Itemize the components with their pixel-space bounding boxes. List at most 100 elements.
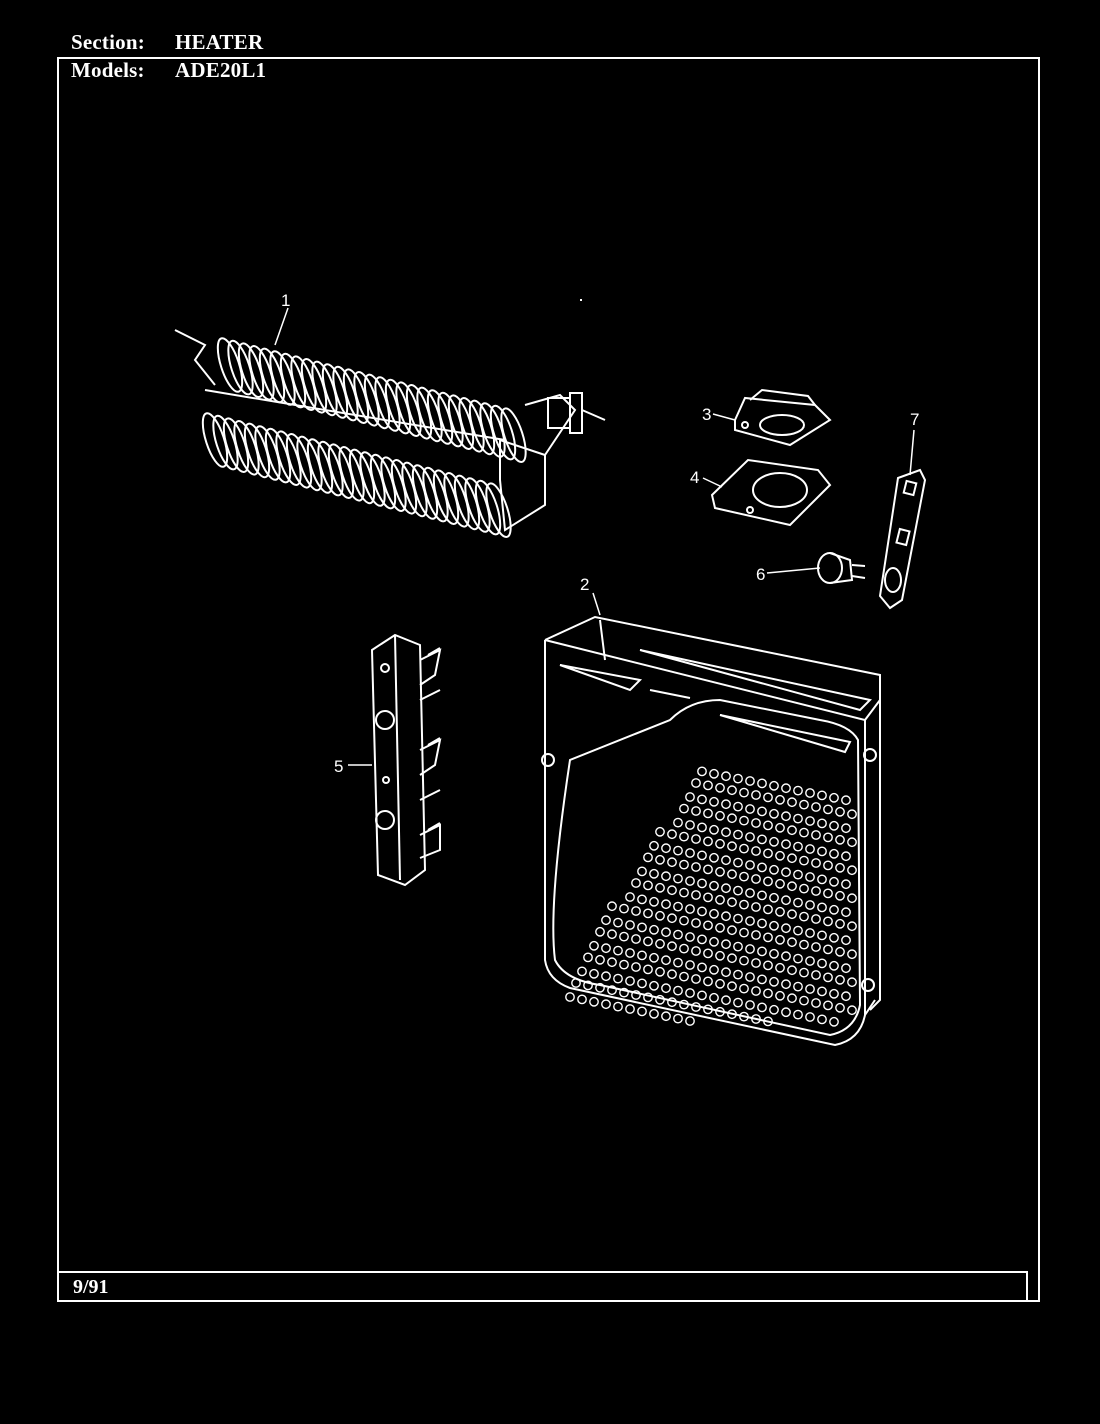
perforation-hole: [745, 832, 755, 842]
coil-loop: [500, 407, 527, 463]
coil-loop: [384, 378, 412, 435]
coil-loop: [332, 365, 359, 422]
perforation-hole: [829, 904, 839, 915]
perforation-hole: [613, 917, 623, 928]
coil-loop: [269, 350, 296, 406]
perforation-hole: [709, 796, 719, 807]
perforation-hole: [601, 915, 611, 926]
perforation-hole: [811, 914, 821, 924]
coil-loop: [311, 360, 338, 417]
perforation-hole: [817, 930, 827, 941]
perforation-hole: [697, 962, 707, 973]
perforation-hole: [829, 1016, 839, 1027]
perforation-hole: [715, 922, 725, 933]
perforation-hole: [733, 969, 743, 980]
perforation-hole: [709, 768, 719, 779]
perforation-hole: [841, 851, 851, 862]
perforation-hole: [679, 971, 689, 982]
perforation-hole: [799, 827, 809, 838]
perforation-hole: [685, 848, 695, 858]
perforation-hole: [625, 976, 635, 986]
perforation-hole: [751, 958, 761, 968]
perforation-hole: [757, 946, 767, 957]
perforation-hole: [835, 1002, 845, 1013]
perforation-hole: [655, 966, 665, 977]
perforation-hole: [847, 949, 857, 960]
perforation-hole: [745, 776, 755, 786]
perforation-hole: [703, 976, 713, 987]
perforation-hole: [811, 998, 821, 1008]
perforation-hole: [733, 829, 743, 840]
callout-7: 7: [910, 410, 919, 429]
perforation-hole: [691, 946, 701, 956]
perforation-hole: [793, 785, 803, 796]
perforation-hole: [727, 953, 737, 964]
perforation-hole: [649, 896, 659, 907]
coil-loop: [443, 472, 470, 528]
perforation-hole: [835, 918, 845, 929]
perforation-hole: [733, 773, 743, 784]
perforation-hole: [745, 916, 755, 926]
coil-loop: [321, 363, 349, 419]
coil-loop: [254, 425, 281, 481]
perforation-hole: [637, 866, 647, 877]
coil-loop: [458, 397, 485, 453]
perforation-hole: [661, 955, 671, 966]
perforation-hole: [673, 845, 683, 856]
perforation-hole: [721, 827, 731, 838]
perforation-hole: [697, 766, 707, 777]
perforation-hole: [601, 971, 611, 982]
perforation-hole: [805, 928, 815, 938]
perforation-hole: [595, 954, 605, 965]
perforation-hole: [691, 806, 701, 816]
perforation-hole: [775, 878, 785, 889]
perforation-hole: [715, 838, 725, 849]
perforation-hole: [715, 894, 725, 905]
perforation-hole: [607, 957, 617, 968]
perforation-hole: [775, 906, 785, 917]
coil-loop: [411, 464, 439, 520]
perforation-hole: [721, 883, 731, 894]
perforation-hole: [715, 782, 725, 793]
coil-loop: [390, 459, 418, 515]
perforation-hole: [703, 864, 713, 875]
perforation-hole: [673, 817, 683, 828]
coil-loop: [479, 402, 506, 458]
perforation-hole: [631, 906, 641, 916]
perforation-hole: [625, 892, 635, 902]
perforation-hole: [667, 885, 677, 896]
perforation-hole: [775, 794, 785, 805]
coil-loop: [237, 342, 265, 398]
coil-loop: [447, 394, 475, 450]
perforation-hole: [823, 916, 833, 927]
perforation-hole: [829, 988, 839, 999]
perforation-hole: [673, 985, 683, 996]
perforation-hole: [655, 882, 665, 893]
perforation-hole: [667, 997, 677, 1008]
perforation-hole: [793, 953, 803, 964]
perforation-hole: [781, 951, 791, 962]
thermostat: [734, 388, 832, 447]
coil-loop: [369, 453, 397, 510]
perforation-hole: [613, 973, 623, 984]
perforation-hole: [739, 787, 749, 798]
coil-loop: [353, 371, 380, 427]
perforation-hole: [703, 1004, 713, 1015]
coil-loop: [258, 347, 286, 404]
perforation-hole: [685, 792, 695, 802]
perforation-hole: [703, 948, 713, 959]
coil-loop: [359, 451, 386, 507]
perforation-hole: [757, 862, 767, 873]
perforation-hole: [649, 952, 659, 963]
perforation-hole: [727, 785, 737, 796]
perforation-hole: [817, 790, 827, 801]
diagram-frame: [57, 57, 1040, 1302]
perforation-hole: [781, 923, 791, 934]
perforation-hole: [619, 931, 629, 942]
perforation-hole: [757, 1002, 767, 1013]
perforation-hole: [793, 1009, 803, 1020]
perforation-hole: [727, 981, 737, 992]
perforation-hole: [817, 818, 827, 829]
perforation-hole: [745, 888, 755, 898]
perforation-hole: [613, 1001, 623, 1012]
